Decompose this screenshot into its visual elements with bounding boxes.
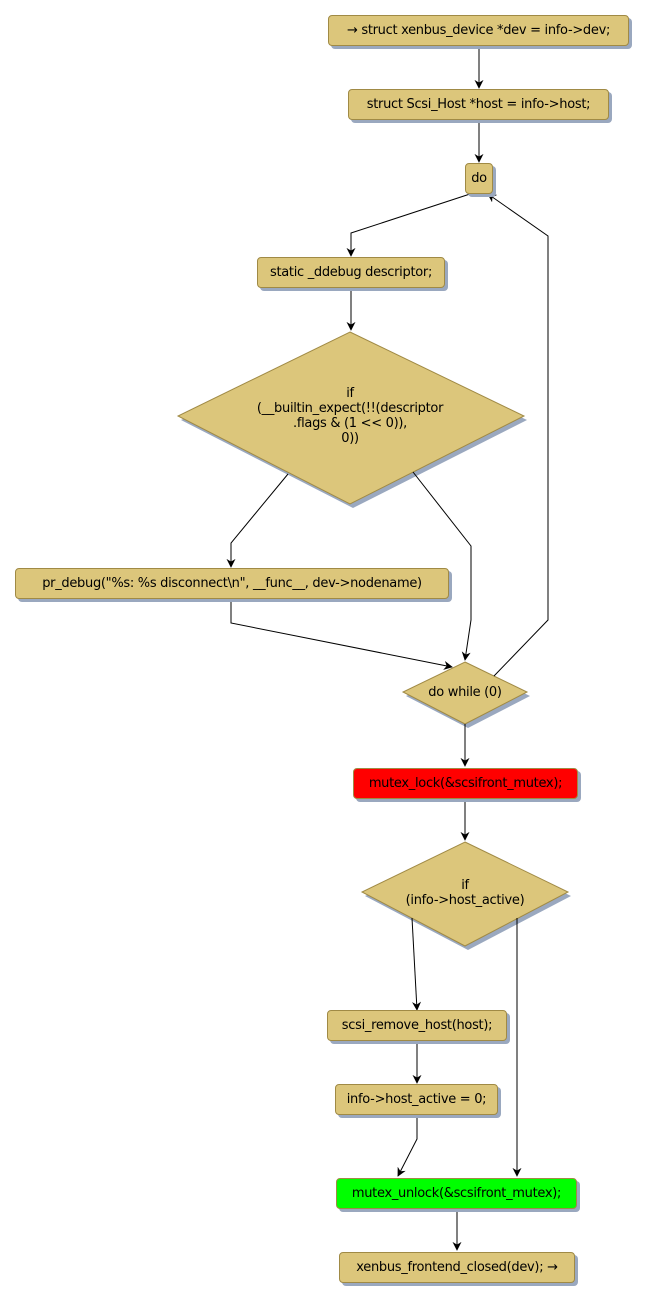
decision-diamond-debug — [176, 331, 526, 505]
edge-n11-n12 — [397, 1115, 418, 1177]
do-while-label: do while (0) — [428, 685, 502, 700]
edge-n3-n4 — [346, 193, 471, 257]
node-scsi-host: struct Scsi_Host *host = info->host; — [348, 89, 609, 120]
edge-n5-n6 — [226, 473, 289, 568]
node-xenbus-device: → struct xenbus_device *dev = info->dev; — [328, 15, 629, 46]
edge-n9-n10 — [411, 917, 422, 1011]
node-do: do — [465, 163, 493, 194]
node-xenbus-frontend-closed: xenbus_frontend_closed(dev); → — [339, 1252, 575, 1283]
node-scsi-remove-host: scsi_remove_host(host); — [327, 1010, 507, 1041]
decision-diamond-host-active — [360, 841, 570, 947]
node-mutex-lock: mutex_lock(&scsifront_mutex); — [353, 768, 578, 799]
decision-debug-label: if (__builtin_expect(!!(descriptor .flag… — [256, 386, 444, 446]
edge-n7-n3-loop — [487, 193, 549, 677]
decision-host-active-label: if (info->host_active) — [405, 878, 525, 908]
edge-n5-n7 — [412, 471, 472, 661]
node-mutex-unlock: mutex_unlock(&scsifront_mutex); — [336, 1178, 577, 1209]
node-pr-debug: pr_debug("%s: %s disconnect\n", __func__… — [15, 568, 449, 599]
edge-n6-n7 — [230, 599, 453, 670]
node-ddebug-descriptor: static _ddebug descriptor; — [257, 257, 445, 288]
node-host-active-zero: info->host_active = 0; — [335, 1084, 498, 1115]
